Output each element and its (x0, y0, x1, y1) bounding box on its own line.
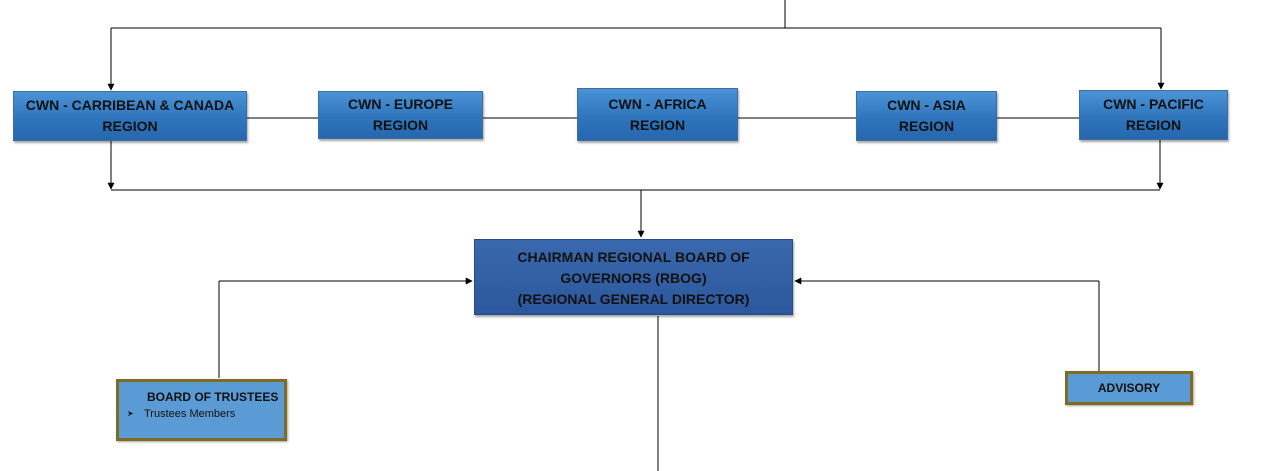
region-title: CWN - PACIFIC (1103, 96, 1204, 112)
region-title: CWN - CARRIBEAN & CANADA (25, 97, 235, 113)
trustees-member-label: Trustees Members (144, 408, 236, 420)
region-box-pacific: CWN - PACIFIC REGION (1079, 90, 1228, 140)
region-box-africa: CWN - AFRICA REGION (577, 88, 738, 141)
board-of-trustees-box: BOARD OF TRUSTEES ➤ Trustees Members (116, 379, 287, 441)
region-subtitle: REGION (102, 118, 158, 134)
region-subtitle: REGION (898, 118, 955, 134)
region-subtitle: REGION (372, 117, 429, 133)
chairman-box: CHAIRMAN REGIONAL BOARD OF GOVERNORS (RB… (474, 239, 793, 315)
chairman-title-line1: CHAIRMAN REGIONAL BOARD OF (517, 248, 750, 265)
advisory-title: ADVISORY (1097, 381, 1161, 395)
advisory-box: ADVISORY (1065, 371, 1193, 405)
region-subtitle: REGION (1125, 117, 1182, 133)
arrowhead-bullet-icon: ➤ (127, 409, 134, 418)
chairman-title-line3: (REGIONAL GENERAL DIRECTOR) (517, 290, 750, 307)
region-subtitle: REGION (629, 116, 686, 133)
region-box-asia: CWN - ASIA REGION (856, 91, 997, 141)
region-title: CWN - EUROPE (348, 96, 453, 112)
list-item: ➤ Trustees Members (127, 407, 235, 421)
region-title: CWN - ASIA (887, 97, 966, 113)
region-box-caribbean-canada: CWN - CARRIBEAN & CANADA REGION (13, 91, 247, 141)
trustees-title: BOARD OF TRUSTEES (147, 390, 279, 404)
region-title: CWN - AFRICA (608, 95, 707, 112)
chairman-title-line2: GOVERNORS (RBOG) (560, 269, 707, 286)
region-box-europe: CWN - EUROPE REGION (318, 91, 483, 139)
